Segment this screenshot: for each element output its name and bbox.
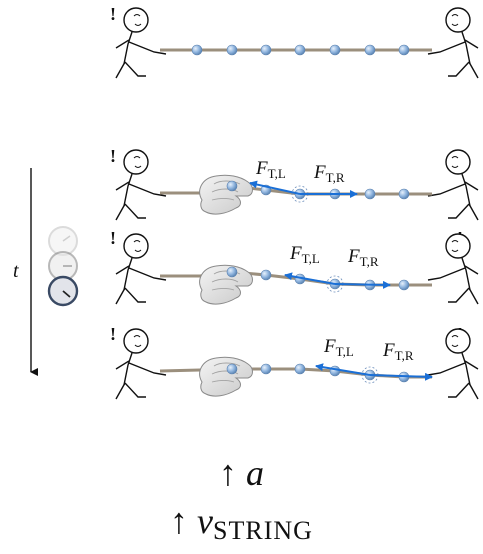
clock-icon [47,275,79,307]
right-person-icon [427,233,479,305]
force-left-label: FT,L [289,243,320,266]
rope-beads [226,266,410,293]
clock-icon [48,251,78,281]
right-person-icon [427,149,479,221]
right-person-icon [427,328,479,400]
hand-icon [199,174,253,215]
hand-icon [199,264,253,305]
left-person-icon [115,7,167,79]
force-left-label: FT,L [323,336,354,359]
force-right-label: FT,R [347,246,379,269]
force-right-label: FT,R [313,162,345,185]
rope-beads [191,44,410,56]
velocity-symbol: v [197,501,214,541]
row-1-rest: ! ! [110,4,479,79]
force-left-arrow [249,180,301,195]
left-person-exclaim: ! [110,324,116,344]
left-person-icon [115,149,167,221]
left-person-icon [115,328,167,400]
right-person-icon [427,7,479,79]
left-person-exclaim: ! [110,228,116,248]
force-right-arrow [369,372,433,381]
velocity-subscript: STRING [213,516,313,545]
clock-icon [48,226,78,256]
acceleration-symbol: a [246,453,264,493]
force-left-arrow [284,272,336,285]
left-person-exclaim: ! [110,146,116,166]
acceleration-result: ↑ a [0,452,483,494]
row-4: ! ! FT,L FT,R [110,324,479,400]
clock-icons [47,226,79,307]
force-left-arrow [315,363,371,376]
row-2: ! ! FT,L FT,R [110,146,479,221]
up-arrow-icon: ↑ [170,501,189,541]
force-right-label: FT,R [382,340,414,363]
row-3: ! ! FT,L FT,R [110,228,479,305]
left-person-icon [115,233,167,305]
up-arrow-icon: ↑ [219,453,237,493]
time-label: t [13,260,19,282]
velocity-result: ↑ vSTRING [0,500,483,546]
force-right-arrow [334,280,391,289]
rope-beads [226,180,410,203]
hand-icon [199,356,253,397]
force-left-label: FT,L [255,158,286,181]
left-person-exclaim: ! [110,4,116,24]
